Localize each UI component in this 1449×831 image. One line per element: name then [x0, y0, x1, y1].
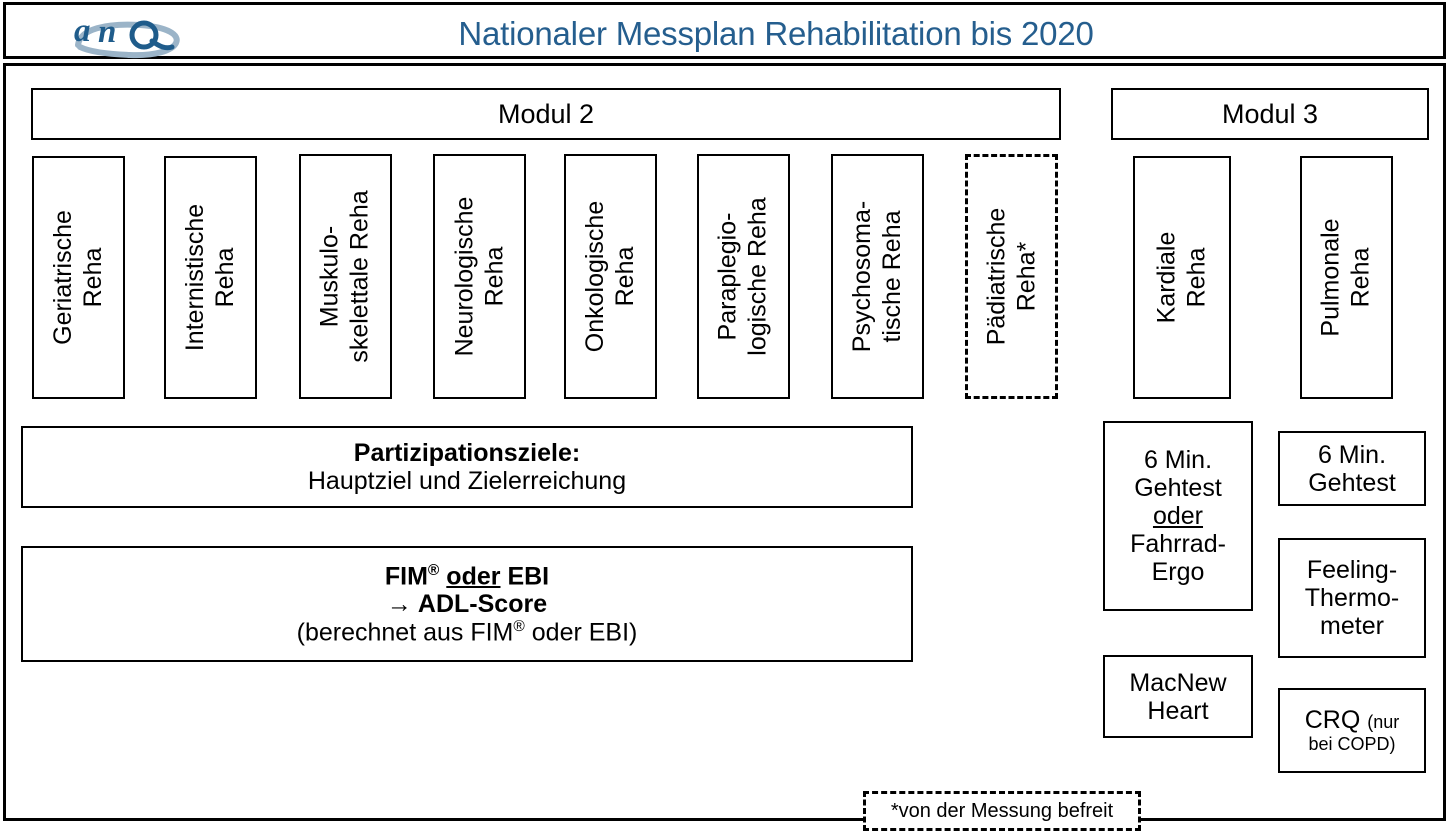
- test-line-1: MacNew: [1129, 668, 1227, 697]
- adl-note-reg: ®: [513, 618, 525, 635]
- svg-text:a: a: [74, 13, 91, 49]
- reha-box-geriatrische[interactable]: Geriatrische Reha: [32, 156, 125, 399]
- adl-line2: → ADL-Score: [386, 590, 548, 618]
- test-content-macnew-heart: MacNew Heart: [1123, 669, 1232, 725]
- reha-line1: Pädiatrische: [982, 207, 1011, 346]
- modul2-header: Modul 2: [31, 88, 1061, 140]
- adl-note-a: (berechnet aus FIM: [296, 618, 514, 647]
- anq-logo: a n: [68, 9, 186, 61]
- test-content-6min-gehtest-fahrrad: 6 Min. Gehtest oder Fahrrad- Ergo: [1124, 446, 1232, 586]
- test-content-crq: CRQ (nur bei COPD): [1299, 706, 1406, 754]
- reha-label-geriatrische: Geriatrische Reha: [49, 210, 108, 345]
- reha-line1: Onkologische: [581, 200, 610, 353]
- modul3-header: Modul 3: [1111, 88, 1429, 140]
- reha-line2: tische Reha: [877, 210, 906, 343]
- reha-box-pulmonale[interactable]: Pulmonale Reha: [1300, 156, 1393, 399]
- crq-note-b: bei COPD): [1308, 734, 1396, 755]
- reha-label-neurologische: Neurologische Reha: [450, 197, 509, 357]
- test-content-feeling-thermometer: Feeling- Thermo- meter: [1299, 556, 1405, 640]
- reha-line1: Kardiale: [1152, 231, 1181, 324]
- footnote-text: *von der Messung befreit: [890, 799, 1114, 822]
- reha-box-paraplegiologische[interactable]: Paraplegio- logische Reha: [697, 154, 790, 399]
- reha-label-paraplegiologische: Paraplegio- logische Reha: [714, 197, 773, 355]
- footnote-box: *von der Messung befreit: [863, 791, 1141, 831]
- crq-main-label: CRQ: [1304, 706, 1361, 735]
- reha-line1: Paraplegio-: [714, 212, 742, 341]
- reha-label-kardiale: Kardiale Reha: [1152, 232, 1211, 324]
- reha-line2: Reha: [479, 246, 508, 307]
- test-line-oder: oder: [1152, 502, 1204, 530]
- reha-line2: Reha: [78, 247, 107, 308]
- adl-ebi-label: EBI: [507, 562, 550, 590]
- test-box-6min-gehtest-fahrrad[interactable]: 6 Min. Gehtest oder Fahrrad- Ergo: [1103, 421, 1253, 611]
- reha-line2: Reha: [210, 247, 239, 308]
- modul2-label: Modul 2: [497, 98, 595, 129]
- test-line-2: Gehtest: [1308, 468, 1396, 497]
- reha-line2: Reha: [610, 246, 639, 307]
- reha-label-pulmonale: Pulmonale Reha: [1317, 218, 1376, 336]
- reha-box-psychosomatische[interactable]: Psychosoma- tische Reha: [831, 154, 924, 399]
- reha-line1: Pulmonale: [1317, 218, 1346, 337]
- partizipationsziele-content: Partizipationsziele: Hauptziel und Ziele…: [302, 439, 632, 495]
- reha-line1: Muskulo-: [316, 225, 345, 328]
- crq-note-a: (nur: [1367, 712, 1400, 733]
- adl-line3: (berechnet aus FIM® oder EBI): [297, 618, 638, 646]
- partizipationsziele-box[interactable]: Partizipationsziele: Hauptziel und Ziele…: [21, 426, 913, 508]
- reha-line2: Reha*: [1011, 241, 1040, 312]
- test-box-macnew-heart[interactable]: MacNew Heart: [1103, 655, 1253, 738]
- reha-label-onkologische: Onkologische Reha: [581, 201, 640, 352]
- reha-line2: logische Reha: [743, 197, 772, 356]
- reha-box-internistische[interactable]: Internistische Reha: [164, 156, 257, 399]
- adl-fim-reg: ®: [427, 561, 440, 579]
- adl-oder: oder: [446, 562, 501, 590]
- reha-box-onkologische[interactable]: Onkologische Reha: [564, 154, 657, 399]
- adl-score-box[interactable]: FIM® oder EBI → ADL-Score (berechnet aus…: [21, 546, 913, 662]
- reha-line1: Geriatrische: [49, 210, 78, 345]
- reha-label-psychosomatische: Psychosoma- tische Reha: [848, 201, 907, 352]
- header-frame: a n Nationaler Messplan Rehabilitation b…: [3, 2, 1446, 59]
- page-title: Nationaler Messplan Rehabilitation bis 2…: [458, 14, 1094, 52]
- partizipationsziele-line1: Partizipationsziele:: [353, 439, 581, 467]
- main-frame: Modul 2 Modul 3 Geriatrische Reha Intern…: [3, 63, 1446, 821]
- test-content-6min-gehtest: 6 Min. Gehtest: [1302, 441, 1402, 497]
- reha-label-internistische: Internistische Reha: [181, 204, 240, 351]
- test-line-2: Thermo-: [1304, 584, 1400, 612]
- test-box-6min-gehtest[interactable]: 6 Min. Gehtest: [1278, 431, 1426, 506]
- reha-line2: skelettale Reha: [345, 190, 374, 363]
- reha-line1: Internistische: [181, 203, 210, 352]
- test-box-feeling-thermometer[interactable]: Feeling- Thermo- meter: [1278, 538, 1426, 658]
- reha-label-muskuloskelettale: Muskulo- skelettale Reha: [316, 190, 375, 362]
- test-line-2: Gehtest: [1134, 474, 1222, 502]
- adl-line1: FIM® oder EBI: [297, 562, 638, 590]
- reha-line2: Reha: [1181, 247, 1210, 308]
- adl-score-content: FIM® oder EBI → ADL-Score (berechnet aus…: [291, 562, 644, 647]
- test-box-crq[interactable]: CRQ (nur bei COPD): [1278, 688, 1426, 773]
- partizipationsziele-line2: Hauptziel und Zielerreichung: [307, 467, 627, 495]
- adl-fim-label: FIM: [384, 562, 428, 590]
- reha-line1: Neurologische: [450, 196, 479, 357]
- reha-line2: Reha: [1346, 247, 1375, 308]
- test-line-5: Ergo: [1151, 558, 1205, 586]
- test-line-2: Heart: [1147, 696, 1209, 725]
- reha-label-paediatrische: Pädiatrische Reha*: [982, 208, 1041, 346]
- test-line-3: meter: [1320, 612, 1384, 640]
- svg-text:n: n: [98, 14, 116, 50]
- test-line-1: Feeling-: [1306, 556, 1398, 584]
- reha-box-kardiale[interactable]: Kardiale Reha: [1133, 156, 1231, 399]
- reha-line1: Psychosoma-: [848, 200, 877, 353]
- test-line-1: 6 Min.: [1143, 446, 1213, 474]
- test-line-1: 6 Min.: [1317, 440, 1387, 469]
- reha-box-muskuloskelettale[interactable]: Muskulo- skelettale Reha: [299, 154, 392, 399]
- test-line-4: Fahrrad-: [1130, 530, 1226, 558]
- adl-note-b: oder EBI): [531, 618, 638, 647]
- reha-box-paediatrische[interactable]: Pädiatrische Reha*: [965, 154, 1058, 399]
- modul3-label: Modul 3: [1221, 98, 1319, 129]
- crq-line-1: CRQ (nur: [1305, 706, 1400, 734]
- reha-box-neurologische[interactable]: Neurologische Reha: [433, 154, 526, 399]
